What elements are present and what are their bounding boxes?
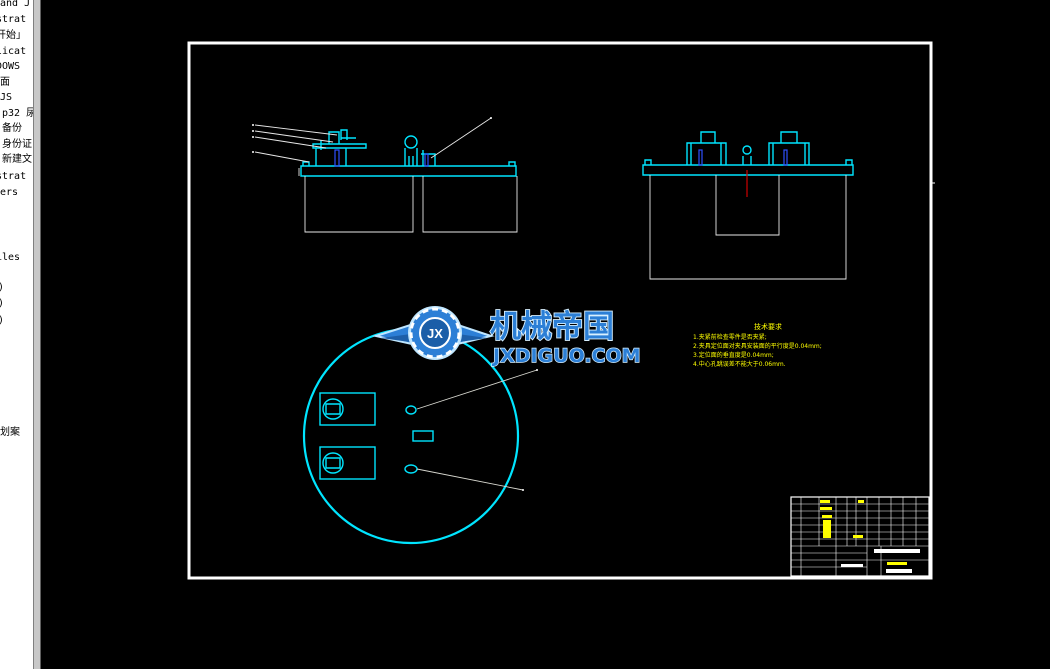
tech-requirements: 技术要求 1.夹紧前检查零件是否夹紧; 2.夹具定位面对夹具安装面的平行度是0.… (693, 322, 822, 368)
tech-line-4: 4.中心孔跳误差不能大于0.06mm. (693, 360, 786, 368)
file-tree-item[interactable]: 新建文 (2, 154, 32, 165)
file-tree-item[interactable]: ) (0, 296, 4, 312)
watermark-logo: JX 机械帝国 JXDIGUO.COM (372, 306, 641, 368)
file-tree-item[interactable]: 面 (0, 77, 10, 88)
panel-splitter[interactable] (33, 0, 41, 669)
file-tree-item[interactable]: 身份证 (2, 139, 32, 150)
file-tree-item[interactable]: ) (0, 280, 4, 296)
front-view (252, 117, 518, 233)
file-tree-item[interactable]: licat (0, 46, 27, 57)
file-tree-item[interactable]: and J (0, 0, 31, 9)
file-tree-item[interactable]: 开始」 (0, 30, 26, 41)
tech-line-2: 2.夹具定位面对夹具安装面的平行度是0.04mm; (693, 342, 822, 350)
watermark-brand-en: JXDIGUO.COM (491, 345, 641, 367)
drawing-border (187, 41, 933, 580)
file-tree-item[interactable]: strat (0, 14, 27, 25)
gear-emblem-icon (408, 306, 462, 360)
tech-line-3: 3.定位面的垂直度是0.04mm; (693, 351, 774, 359)
title-block (790, 496, 930, 577)
side-view (642, 131, 854, 280)
file-tree-item[interactable]: iles (0, 252, 21, 263)
file-tree-item[interactable]: strat (0, 171, 27, 182)
file-tree-item[interactable]: JS (0, 92, 13, 103)
tech-requirements-title: 技术要求 (754, 322, 782, 331)
file-tree-item[interactable]: DOWS (0, 61, 21, 72)
file-tree-item[interactable]: p32 尿 (2, 108, 33, 119)
file-tree-item[interactable]: 划案 (0, 427, 20, 438)
file-tree-item[interactable]: ers (0, 187, 19, 198)
file-tree-item[interactable]: ) (0, 313, 4, 329)
top-view (302, 327, 538, 545)
tech-line-1: 1.夹紧前检查零件是否夹紧; (693, 333, 767, 341)
watermark-emblem-text: JX (427, 326, 443, 341)
cad-drawing-canvas[interactable]: JX 机械帝国 JXDIGUO.COM 技术要求 1.夹紧前检查零件是否夹紧; … (41, 0, 1050, 669)
watermark-brand-cn: 机械帝国 (490, 309, 614, 345)
file-tree-item[interactable]: 备份 (2, 123, 22, 134)
